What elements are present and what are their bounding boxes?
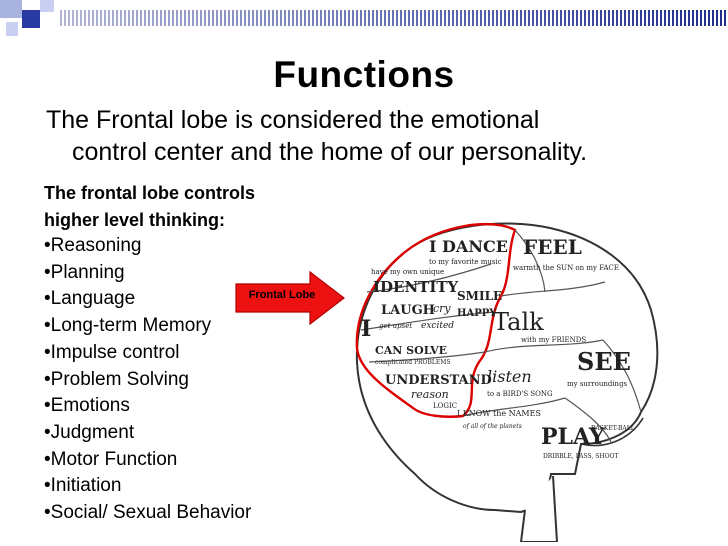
- brain-word: SEE: [577, 347, 631, 376]
- brain-word: SMILE: [457, 289, 502, 303]
- arrow-label: Frontal Lobe: [248, 289, 316, 301]
- brain-word: BASKET-BALL: [591, 425, 635, 432]
- brain-word: get upset: [379, 322, 412, 330]
- brain-word: of all of the planets: [463, 423, 522, 430]
- brain-word: reason: [411, 388, 449, 401]
- brain-word: warmth the SUN on my FACE: [513, 264, 619, 272]
- brain-word: excited: [421, 321, 454, 331]
- brain-word: cry: [433, 302, 451, 315]
- deco-square: [40, 0, 54, 12]
- list-item: Problem Solving: [44, 367, 251, 394]
- list-item: Reasoning: [44, 233, 251, 260]
- controls-line-1: The frontal lobe controls: [44, 183, 256, 203]
- deco-square: [6, 22, 18, 36]
- list-item: Planning: [44, 260, 251, 287]
- brain-word: have my own unique: [371, 268, 444, 276]
- controls-heading: The frontal lobe controls higher level t…: [44, 180, 344, 234]
- brain-word: Talk: [493, 308, 544, 336]
- list-item: Judgment: [44, 420, 251, 447]
- brain-word: PLAY: [541, 424, 605, 450]
- brain-word: LAUGH: [381, 303, 435, 318]
- functions-list: Reasoning Planning Language Long-term Me…: [44, 233, 252, 527]
- brain-word: LOGIC: [433, 402, 457, 410]
- brain-word: to my favorite music: [429, 258, 502, 266]
- brain-word: HAPPY: [457, 308, 497, 319]
- intro-text: The Frontal lobe is considered the emoti…: [46, 104, 686, 168]
- brain-word: I DANCE: [429, 237, 508, 256]
- brain-word: I: [361, 316, 371, 342]
- brain-word: listen: [487, 367, 532, 386]
- deco-square: [22, 10, 40, 28]
- list-item: Long-term Memory: [44, 313, 251, 340]
- brain-word: UNDERSTAND: [385, 373, 492, 388]
- brain-word: my surroundings: [567, 380, 628, 388]
- list-item: Initiation: [44, 473, 251, 500]
- list-item: Impulse control: [44, 340, 251, 367]
- brain-word: CAN SOLVE: [375, 344, 447, 357]
- frontal-lobe-arrow-icon: [235, 270, 345, 326]
- brain-word: DRIBBLE, PASS, SHOOT: [543, 453, 618, 460]
- intro-line-1: The Frontal lobe is considered the emoti…: [46, 106, 540, 134]
- deco-square: [0, 0, 22, 18]
- intro-line-2: control center and the home of our perso…: [72, 138, 588, 166]
- brain-word: I KNOW the NAMES: [457, 409, 541, 418]
- brain-word: complicated PROBLEMS: [375, 359, 451, 366]
- controls-line-2: higher level thinking:: [44, 210, 226, 230]
- brain-word: IDENTITY: [373, 278, 459, 296]
- list-item: Social/ Sexual Behavior: [44, 500, 252, 527]
- brain-word: with my FRIENDS: [521, 336, 586, 344]
- brain-word: FEEL: [523, 235, 582, 259]
- brain-word: to a BIRD'S SONG: [487, 390, 553, 398]
- brain-illustration: I DANCE to my favorite music have my own…: [355, 222, 659, 542]
- stripe-pattern: [60, 10, 728, 26]
- list-item: Language: [44, 286, 251, 313]
- list-item: Emotions: [44, 393, 251, 420]
- list-item: Motor Function: [44, 447, 251, 474]
- top-decorative-band: [0, 0, 728, 38]
- slide-title: Functions: [273, 54, 455, 95]
